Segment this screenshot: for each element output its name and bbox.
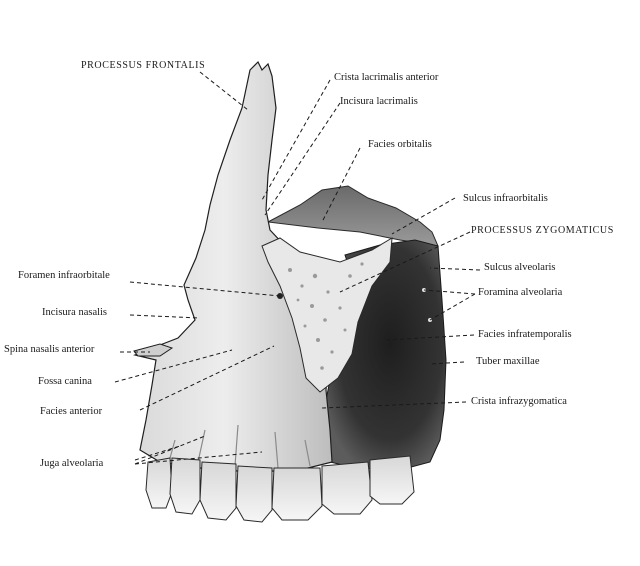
tooth <box>235 465 273 523</box>
label-facies-orbitalis: Facies orbitalis <box>368 139 432 150</box>
zygomatic-texture <box>288 262 364 370</box>
label-foramen-infraorbitale: Foramen infraorbitale <box>18 270 110 281</box>
label-sulcus-infraorbitalis: Sulcus infraorbitalis <box>463 193 548 204</box>
label-crista-lacrimalis-anterior: Crista lacrimalis anterior <box>334 72 439 83</box>
label-spina-nasalis-anterior: Spina nasalis anterior <box>4 344 95 355</box>
processus-zygomaticus <box>261 237 393 393</box>
leader-lines <box>114 71 481 465</box>
label-fossa-canina: Fossa canina <box>38 376 92 387</box>
tooth <box>271 467 323 521</box>
label-crista-infrazygomatica: Crista infrazygomatica <box>471 396 567 407</box>
label-tuber-maxillae: Tuber maxillae <box>476 356 540 367</box>
tooth <box>169 457 201 515</box>
label-juga-alveolaria: Juga alveolaria <box>40 458 104 469</box>
label-facies-infratemporalis: Facies infratemporalis <box>478 329 572 340</box>
tooth <box>145 457 173 509</box>
label-processus-frontalis: PROCESSUS FRONTALIS <box>81 60 205 71</box>
label-sulcus-alveolaris: Sulcus alveolaris <box>484 262 555 273</box>
tooth <box>199 461 237 521</box>
spina-nasalis-anterior <box>133 343 174 357</box>
label-foramina-alveolaria: Foramina alveolaria <box>478 287 563 298</box>
tooth <box>369 455 415 505</box>
label-processus-zygomaticus: PROCESSUS ZYGOMATICUS <box>471 225 614 236</box>
juga-alveolaria-ridges <box>169 424 311 469</box>
label-incisura-lacrimalis: Incisura lacrimalis <box>340 96 418 107</box>
tooth <box>321 461 373 515</box>
label-facies-anterior: Facies anterior <box>40 406 103 417</box>
facies-orbitalis-surface <box>266 185 439 247</box>
label-incisura-nasalis: Incisura nasalis <box>42 307 107 318</box>
labels: PROCESSUS FRONTALIS Crista lacrimalis an… <box>4 60 614 469</box>
teeth <box>145 455 415 523</box>
